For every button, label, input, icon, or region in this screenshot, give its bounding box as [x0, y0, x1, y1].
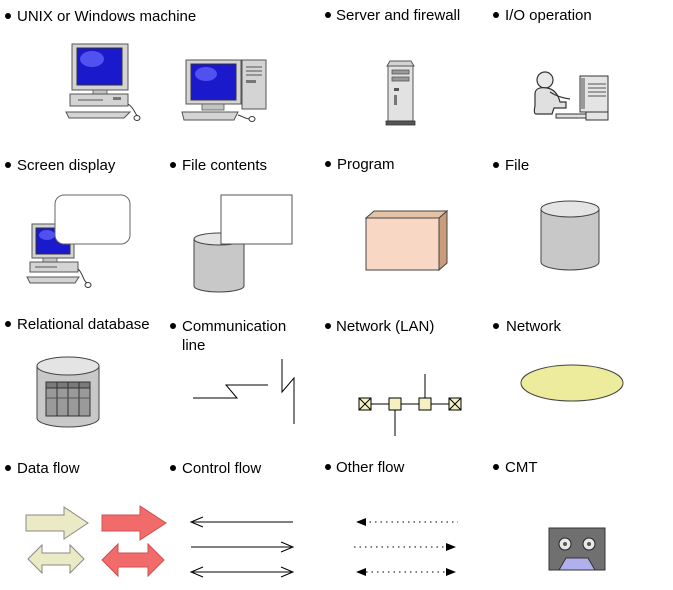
- network-cloud-icon: [520, 364, 624, 402]
- bullet-other-flow: [325, 464, 331, 470]
- bullet-file-contents: [170, 162, 176, 168]
- bullet-network: [493, 323, 499, 329]
- control-flow-arrows-icon: [189, 516, 295, 578]
- label-relational-database: Relational database: [17, 316, 150, 333]
- file-cylinder-icon: [540, 200, 600, 271]
- bullet-file: [493, 162, 499, 168]
- bullet-network-lan: [325, 323, 331, 329]
- unix-machine-icon: [65, 43, 141, 121]
- label-cmt: CMT: [505, 459, 538, 476]
- bullet-data-flow: [5, 465, 11, 471]
- other-flow-arrows-icon: [354, 518, 458, 576]
- label-control-flow: Control flow: [182, 460, 262, 477]
- screen-display-icon: [26, 194, 131, 288]
- relational-database-icon: [36, 356, 100, 428]
- windows-machine-icon: [181, 59, 267, 122]
- bullet-relational-database: [5, 321, 11, 327]
- file-contents-icon: [193, 194, 293, 293]
- io-operation-icon: [533, 71, 609, 121]
- label-io-operation: I/O operation: [505, 7, 592, 24]
- label-file: File: [505, 157, 530, 174]
- network-lan-icon: [358, 374, 462, 436]
- bullet-screen-display: [5, 162, 11, 168]
- label-program: Program: [337, 156, 395, 173]
- cmt-cartridge-icon: [548, 527, 606, 571]
- server-tower-icon: [385, 60, 416, 126]
- label-file-contents: File contents: [182, 157, 268, 174]
- bullet-io-operation: [493, 12, 499, 18]
- label-data-flow: Data flow: [17, 460, 80, 477]
- bullet-server-firewall: [325, 12, 331, 18]
- label-unix-windows-machine: UNIX or Windows machine: [17, 8, 197, 25]
- bullet-control-flow: [170, 465, 176, 471]
- communication-line-icon: [193, 359, 295, 424]
- program-box-icon: [364, 209, 449, 272]
- label-screen-display: Screen display: [17, 157, 116, 174]
- label-network: Network: [506, 318, 562, 335]
- bullet-program: [325, 161, 331, 167]
- bullet-unix-windows: [5, 13, 11, 19]
- label-other-flow: Other flow: [336, 459, 405, 476]
- bullet-communication-line: [170, 323, 176, 329]
- bullet-cmt: [493, 464, 499, 470]
- data-flow-arrows-icon: [25, 505, 167, 578]
- label-communication-line: Communication line: [182, 318, 287, 354]
- label-network-lan: Network (LAN): [336, 318, 435, 335]
- label-server-and-firewall: Server and firewall: [336, 7, 461, 24]
